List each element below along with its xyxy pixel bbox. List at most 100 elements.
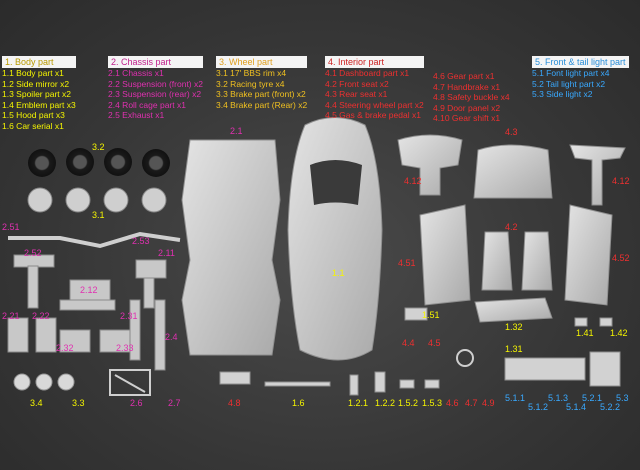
part-tag: 1.31 [505,344,523,354]
part-tag: 2.33 [116,343,134,353]
part-tag: 2.7 [168,398,181,408]
part-tag: 4.51 [398,258,416,268]
part-item: 4.5 Gas & brake pedal x1 [325,110,421,120]
section-title: 5. Front & tail light part [532,56,629,68]
part-item: 1.1 Body part x1 [2,68,64,78]
section-title: 3. Wheel part [216,56,308,68]
part-tag: 5.1.3 [548,393,569,403]
section-interior-part: 4. Interior part 4.1 Dashboard part x1 4… [325,56,424,121]
part-item: 1.5 Hood part x3 [2,110,65,120]
part-tag: 2.21 [2,311,20,321]
door-panel-right [564,204,613,306]
part-tag: 1.2.1 [348,398,369,408]
part-item: 1.2 Side mirror x2 [2,78,70,89]
part-tag: 4.2 [505,222,518,232]
part-tag: 5.1.4 [566,402,587,412]
part-tag: 5.2.1 [582,393,603,403]
part-tag: 1.2.2 [375,398,396,408]
part-tag: 1.5.2 [398,398,419,408]
part-item: 4.2 Front seat x2 [325,78,389,89]
part-tag: 4.12 [404,176,422,186]
part-item: 4.3 Rear seat x1 [325,89,388,99]
gear-part [569,144,626,206]
part-item: 5.2 Tail light part x2 [532,78,606,89]
part-item: 4.7 Handbrake x1 [433,81,501,92]
bbs-rims [27,187,167,213]
part-item: 1.4 Emblem part x3 [2,99,76,110]
part-item: 3.1 17' BBS rim x4 [216,68,287,78]
front-seat-left [481,231,513,291]
part-item: 5.3 Side light x2 [532,89,593,99]
part-tag: 3.4 [30,398,43,408]
spoiler [474,297,553,323]
part-tag: 5.2.2 [600,402,621,412]
section-chassis-part: 2. Chassis part 2.1 Chassis x1 2.2 Suspe… [108,56,203,121]
part-item: 4.8 Safety buckle x4 [433,92,510,102]
part-tag: 2.12 [80,285,98,295]
part-tag: 1.42 [610,328,628,338]
part-tag: 4.6 [446,398,459,408]
part-item: 3.4 Brake part (Rear) x2 [216,99,308,110]
section-light-part: 5. Front & tail light part 5.1 Font ligh… [532,56,629,100]
part-item: 4.1 Dashboard part x1 [325,68,410,78]
part-tag: 1.6 [292,398,305,408]
part-tag: 2.4 [165,332,178,342]
part-tag: 2.11 [158,248,175,258]
part-item: 2.2 Suspension (front) x2 [108,78,203,89]
part-item: 1.6 Car serial x1 [2,120,64,131]
parts-legend: 1. Body part 1.1 Body part x1 1.2 Side m… [0,56,640,136]
part-item: 3.3 Brake part (front) x2 [216,89,306,99]
part-tag: 3.3 [72,398,85,408]
part-tag: 2.52 [24,248,42,258]
part-item: 2.5 Exhaust x1 [108,110,165,120]
part-item: 1.3 Spoiler part x2 [2,89,71,99]
part-tag: 2.51 [2,222,20,232]
part-tag: 1.5.3 [422,398,443,408]
dashboard [397,134,463,196]
section-body-part: 1. Body part 1.1 Body part x1 1.2 Side m… [2,56,76,131]
part-tag: 4.52 [612,253,630,263]
exhaust [8,231,181,249]
part-tag: 4.7 [465,398,478,408]
part-tag: 4.4 [402,338,415,348]
part-item: 2.4 Roll cage part x1 [108,99,186,110]
part-item: 2.1 Chassis x1 [108,68,164,78]
section-title: 1. Body part [2,56,76,68]
part-item: 4.10 Gear shift x1 [433,113,501,123]
section-interior-part-cont: 4.6 Gear part x1 4.7 Handbrake x1 4.8 Sa… [433,71,510,124]
rear-seat [473,144,553,199]
car-body [287,117,383,361]
part-tag: 2.22 [32,311,50,321]
section-wheel-part: 3. Wheel part 3.1 17' BBS rim x4 3.2 Rac… [216,56,308,110]
part-tag: 4.8 [228,398,241,408]
part-tag: 4.12 [612,176,630,186]
small-parts [219,307,621,396]
door-panel-left [419,204,471,306]
part-tag: 4.9 [482,398,495,408]
part-tag: 3.2 [92,142,105,152]
part-item: 3.2 Racing tyre x4 [216,78,285,89]
part-tag: 4.5 [428,338,441,348]
part-item: 4.6 Gear part x1 [433,71,495,81]
windshield [310,160,362,205]
part-item: 2.3 Suspension (rear) x2 [108,89,202,99]
part-tag: 1.41 [576,328,594,338]
part-tag: 4.3 [505,127,518,137]
part-tag: 2.6 [130,398,143,408]
part-tag: 2.1 [230,126,243,136]
part-tag: 5.3 [616,393,629,403]
part-tag: 2.31 [120,311,138,321]
front-seat-right [521,231,553,291]
racing-tyres [28,148,170,177]
section-title: 4. Interior part [325,56,424,68]
part-tag: 1.32 [505,322,523,332]
part-tag: 1.51 [422,310,440,320]
section-title: 2. Chassis part [108,56,203,68]
part-tag: 3.1 [92,210,105,220]
part-tag: 2.32 [56,343,74,353]
part-tag: 1.1 [332,268,345,278]
part-item: 5.1 Font light part x4 [532,68,610,78]
brake-parts [13,373,75,391]
